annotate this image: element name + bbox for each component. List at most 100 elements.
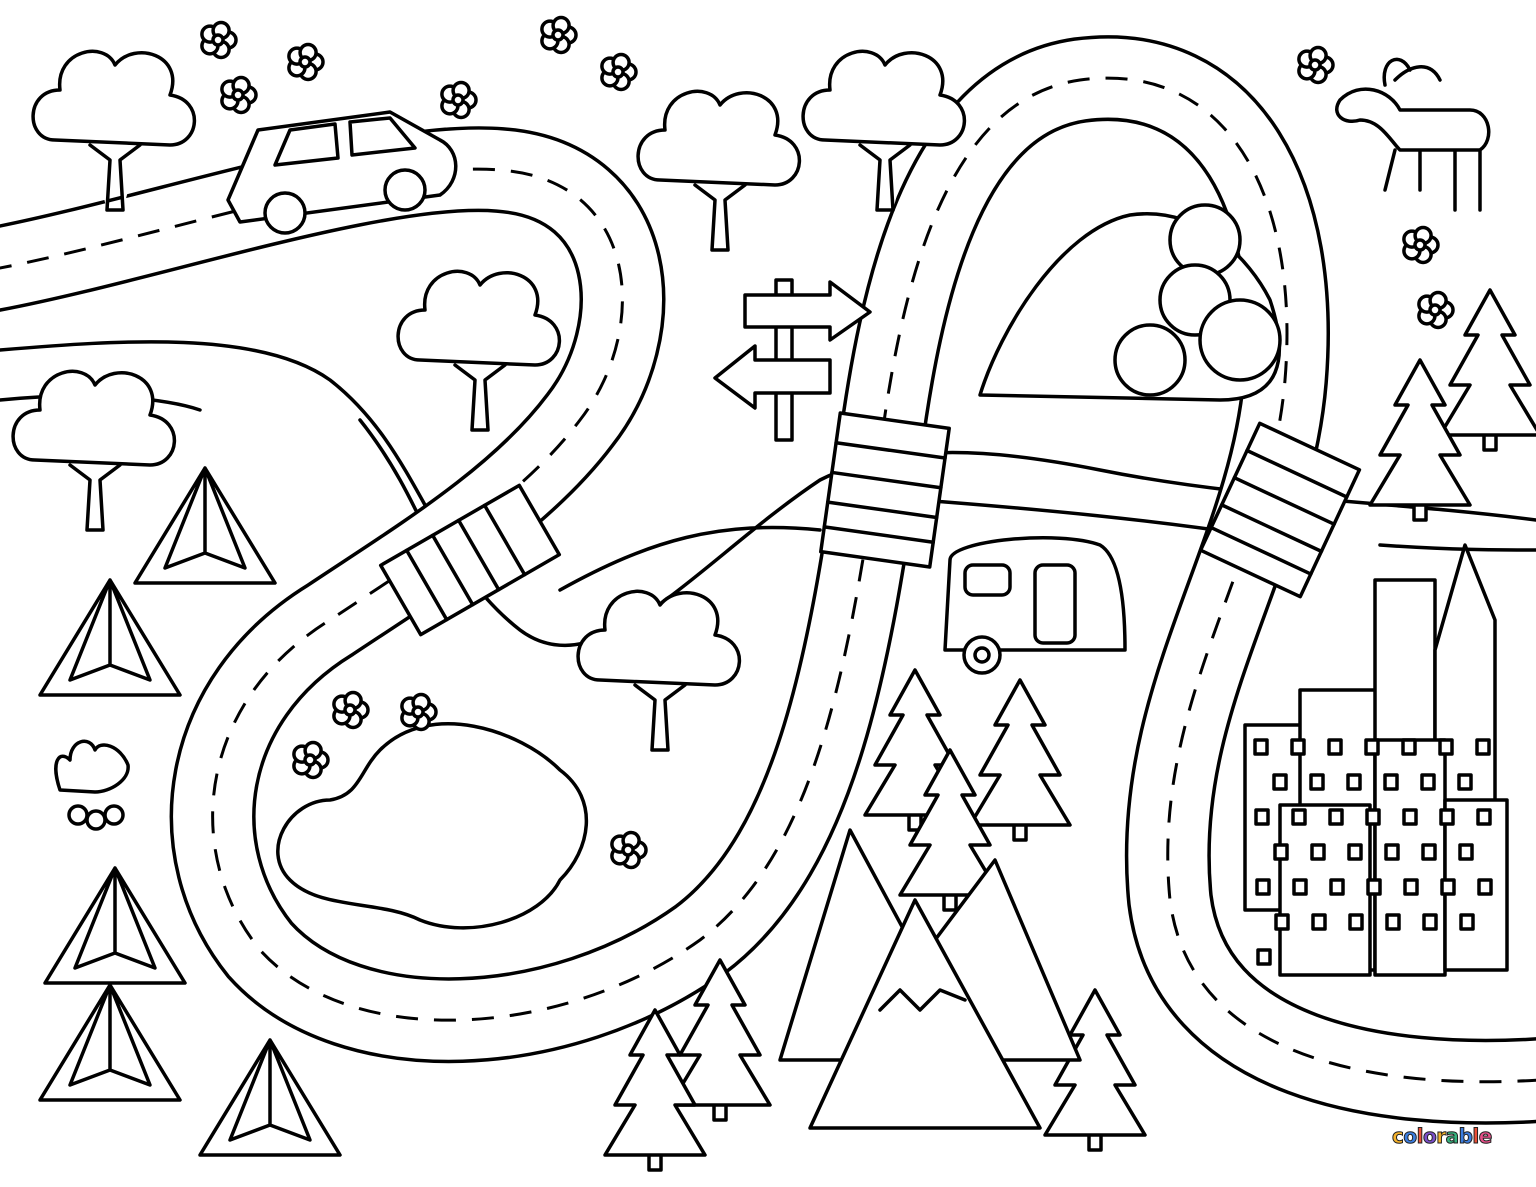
window [1475,738,1491,756]
window [1476,808,1492,826]
window [1347,843,1363,861]
flower-center [411,705,425,719]
flower [600,52,638,92]
bridge [819,411,951,569]
road [0,35,1536,1125]
flower [332,690,370,730]
window [1459,913,1475,931]
flower-center [621,843,635,857]
flower-center [231,88,245,102]
moose [1335,57,1491,212]
window [1438,738,1454,756]
flower [1297,45,1335,85]
window [1274,913,1290,931]
trees [11,49,967,752]
flower [287,42,325,82]
bridge [1198,421,1362,599]
tree-canopy [31,49,197,147]
flower-center [1308,58,1322,72]
flower [540,15,578,55]
tree [11,369,177,532]
logo-letter: e [1478,1124,1493,1149]
tent [38,578,182,697]
window [1328,808,1344,826]
window [1365,808,1381,826]
window [1309,773,1325,791]
tree-trunk [68,463,122,532]
tree-canopy [396,269,562,367]
tree [576,589,742,752]
lake [276,722,588,930]
tent [198,1038,342,1157]
tents [38,466,342,1157]
flower-center [343,703,357,717]
colorable-logo: colorable [1391,1124,1493,1149]
window [1291,808,1307,826]
flower-center [611,65,625,79]
flower-center [451,93,465,107]
tree [636,89,802,252]
flower [1402,225,1440,265]
window [1310,843,1326,861]
tree-trunk [453,363,507,432]
window [1311,913,1327,931]
window [1439,808,1455,826]
tree [31,49,197,212]
flower-center [211,33,225,47]
pine-tree [1043,988,1147,1152]
flowers [200,15,1455,870]
flower-center [1413,238,1427,252]
tree-trunk [693,183,747,252]
logo-letter: l [1472,1124,1480,1149]
window [1255,878,1271,896]
pine-tree [1368,358,1472,522]
logo-letter: a [1445,1124,1460,1149]
logo-letter: b [1458,1124,1473,1149]
tree-trunk [88,143,142,212]
campfire [54,739,130,831]
window [1290,738,1306,756]
window [1366,878,1382,896]
pine-tree [603,1008,707,1172]
flower-center [1428,303,1442,317]
tree-canopy [576,589,742,687]
pine-tree [898,748,1002,912]
logo-letter: l [1416,1124,1424,1149]
flower [440,80,478,120]
flower [1417,290,1455,330]
logo-letter: o [1422,1124,1437,1149]
window [1420,773,1436,791]
window [1421,843,1437,861]
logo-letter: c [1391,1124,1404,1149]
bridge [378,483,562,637]
pine-tree [1438,288,1536,452]
pine-tree [968,678,1072,842]
window [1327,738,1343,756]
window [1329,878,1345,896]
flower [610,830,648,870]
pine-tree [668,958,772,1122]
tent [43,866,187,985]
tree [396,269,562,432]
tree-canopy [11,369,177,467]
flower [292,740,330,780]
window [1253,738,1269,756]
window [1346,773,1362,791]
tree-canopy [636,89,802,187]
flower [400,692,438,732]
window [1440,878,1456,896]
window [1254,808,1270,826]
mountains [778,828,1082,1130]
window [1348,913,1364,931]
window [1477,878,1493,896]
window [1384,843,1400,861]
flower-center [551,28,565,42]
tent [133,466,277,585]
city-buildings [1243,543,1509,977]
signpost [713,278,872,442]
flower-center [298,55,312,69]
window [1457,773,1473,791]
camper-trailer [943,536,1127,675]
tree-canopy [801,49,967,147]
